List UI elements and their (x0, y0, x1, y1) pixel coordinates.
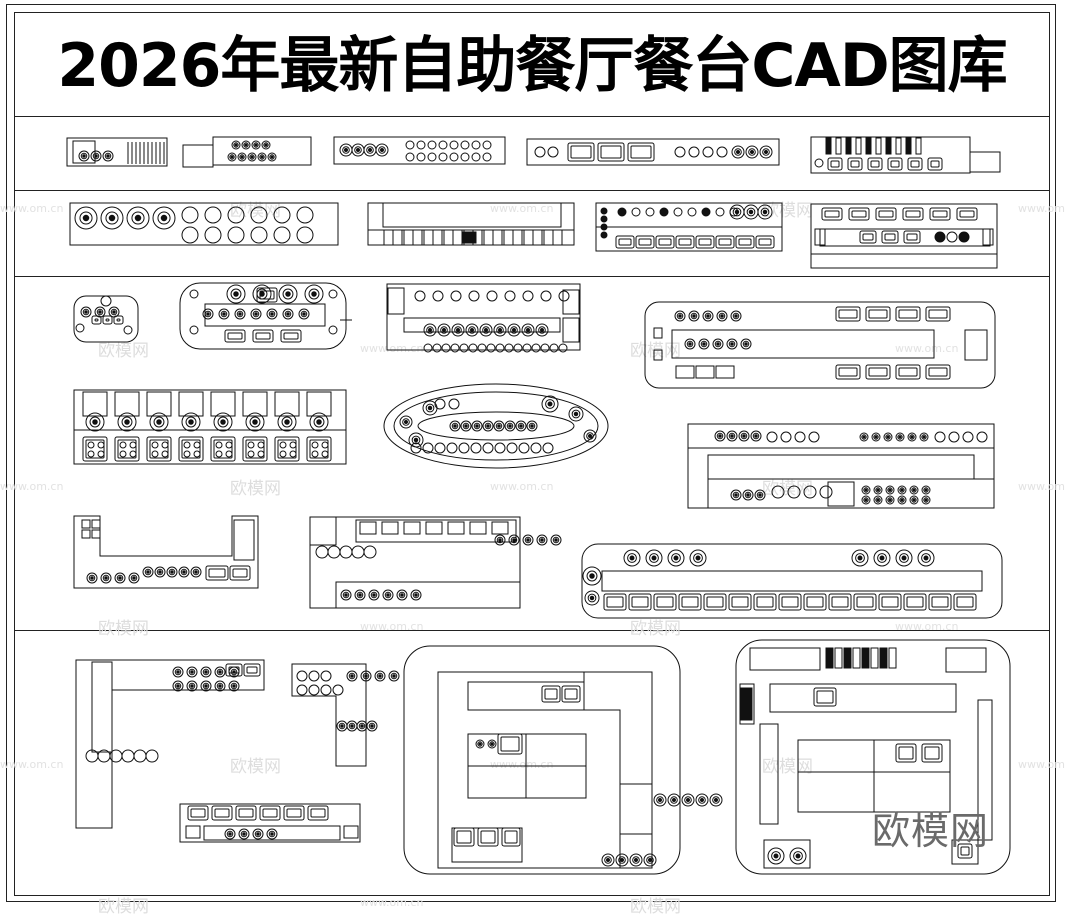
section-divider (14, 276, 1050, 277)
counter-plan (386, 283, 581, 353)
counter-plan (333, 136, 506, 165)
outer-frame (6, 4, 1056, 902)
watermark: 欧模网 (230, 757, 281, 777)
l-counter-plan (75, 659, 265, 829)
watermark: 欧模网 (230, 479, 281, 499)
counter-plan (810, 136, 1001, 174)
watermark: 欧模网 (630, 619, 681, 639)
l-counter-plan (73, 515, 259, 589)
page-title: 2026年最新自助餐厅餐台CAD图库 (57, 31, 1007, 101)
counter-plan (526, 138, 780, 166)
watermark: 欧模网 (762, 479, 813, 499)
section-divider (14, 116, 1050, 117)
oval-island-plan (383, 383, 609, 469)
watermark: 欧模网 (98, 341, 149, 361)
l-counter-plan (309, 516, 562, 609)
island-plan (179, 282, 352, 350)
counter-plan (367, 202, 575, 246)
counter-plan (182, 136, 312, 168)
watermark-url: www.om.cn (1018, 480, 1065, 493)
counter-plan (66, 137, 168, 167)
l-counter-plan (291, 663, 400, 767)
counter-plan (595, 202, 783, 252)
inner-frame (14, 12, 1050, 896)
counter-plan (810, 203, 998, 269)
counter-plan (69, 202, 339, 246)
counter-plan (179, 803, 361, 843)
watermark-url: www.om.cn (490, 758, 554, 771)
watermark-url: www.om.cn (490, 202, 554, 215)
kitchen-island-plan (403, 645, 723, 875)
watermark-url: www.om.cn (490, 480, 554, 493)
watermark-url: www.om.cn (1018, 758, 1065, 771)
watermark-url: www.om.cn (1018, 202, 1065, 215)
watermark: 欧模网 (98, 619, 149, 639)
brand-watermark: 欧模网 (872, 809, 990, 853)
kitchen-island-plan (735, 639, 1011, 875)
watermark-url: www.om.cn (0, 480, 64, 493)
counter-plan (644, 301, 996, 389)
watermark-url: www.om.cn (895, 620, 959, 633)
counter-plan (581, 543, 1003, 619)
watermark-url: www.om.cn (360, 342, 424, 355)
watermark: 欧模网 (630, 341, 681, 361)
watermark: 欧模网 (230, 201, 281, 221)
watermark-url: www.om.cn (0, 758, 64, 771)
watermark: 欧模网 (762, 201, 813, 221)
watermark-url: www.om.cn (895, 342, 959, 355)
counter-plan (687, 423, 995, 509)
counter-plan (73, 389, 347, 465)
watermark-url: www.om.cn (0, 202, 64, 215)
watermark-url: www.om.cn (360, 896, 424, 909)
watermark-url: www.om.cn (360, 620, 424, 633)
section-divider (14, 190, 1050, 191)
section-divider (14, 630, 1050, 631)
island-plan (73, 295, 139, 343)
